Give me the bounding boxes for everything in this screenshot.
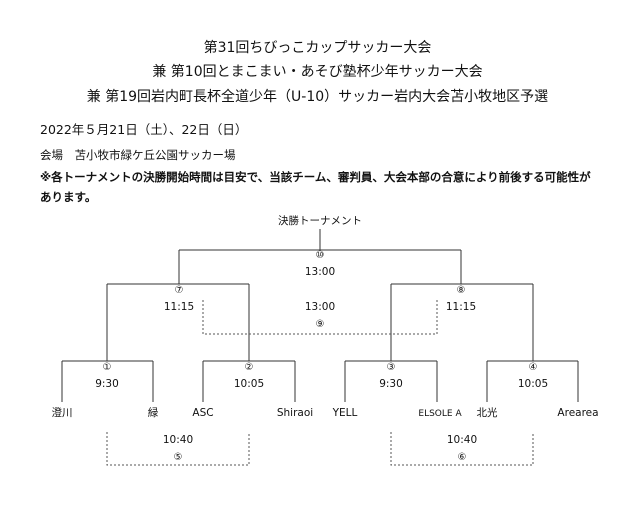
team-name: YELL — [332, 407, 358, 419]
match6-time: 10:40 — [447, 434, 477, 446]
semi-right-time: 11:15 — [446, 301, 476, 313]
title-line-2: 兼 第10回とまこまい・あそび塾杯少年サッカー大会 — [152, 64, 483, 80]
team-name: Shiraoi — [277, 407, 313, 419]
team-name: 澄川 — [52, 406, 73, 419]
schedule-note: ※各トーナメントの決勝開始時間は目安で、当該チーム、審判員、大会本部の合意により… — [40, 170, 591, 204]
match5-time: 10:40 — [163, 434, 193, 446]
title-line-1: 第31回ちびっこカップサッカー大会 — [203, 40, 432, 56]
match5-connector — [106, 432, 250, 466]
team-name: 北光 — [477, 406, 498, 419]
bracket-title: 決勝トーナメント — [278, 214, 362, 227]
match4-time: 10:05 — [518, 378, 548, 390]
match3-time: 9:30 — [379, 378, 403, 390]
team-name: ASC — [192, 407, 213, 419]
third-place-time: 13:00 — [305, 301, 335, 313]
match1-number: ① — [103, 362, 112, 373]
venue: 会場 苫小牧市緑ケ丘公園サッカー場 — [40, 148, 236, 162]
semi-left-time: 11:15 — [164, 301, 194, 313]
match6-number: ⑥ — [458, 452, 467, 463]
team-name: ELSOLE A — [418, 409, 462, 419]
third-place-connector — [202, 300, 438, 335]
third-place-number: ⑨ — [316, 319, 325, 330]
title-line-3: 兼 第19回岩内町長杯全道少年（U-10）サッカー岩内大会苫小牧地区予選 — [86, 89, 549, 105]
final-time: 13:00 — [305, 266, 335, 278]
match6-connector — [390, 432, 534, 466]
match2-time: 10:05 — [234, 378, 264, 390]
match3-number: ③ — [387, 362, 396, 373]
match4-number: ④ — [529, 362, 538, 373]
match1-time: 9:30 — [95, 378, 119, 390]
semi-left-number: ⑦ — [175, 285, 184, 296]
match5-number: ⑤ — [174, 452, 183, 463]
team-name: 緑 — [148, 406, 159, 419]
final-number: ⑩ — [316, 250, 325, 261]
semi-right-number: ⑧ — [457, 285, 466, 296]
match2-number: ② — [245, 362, 254, 373]
team-name: Arearea — [557, 407, 598, 419]
event-dates: 2022年５月21日（土）、22日（日） — [40, 122, 248, 137]
